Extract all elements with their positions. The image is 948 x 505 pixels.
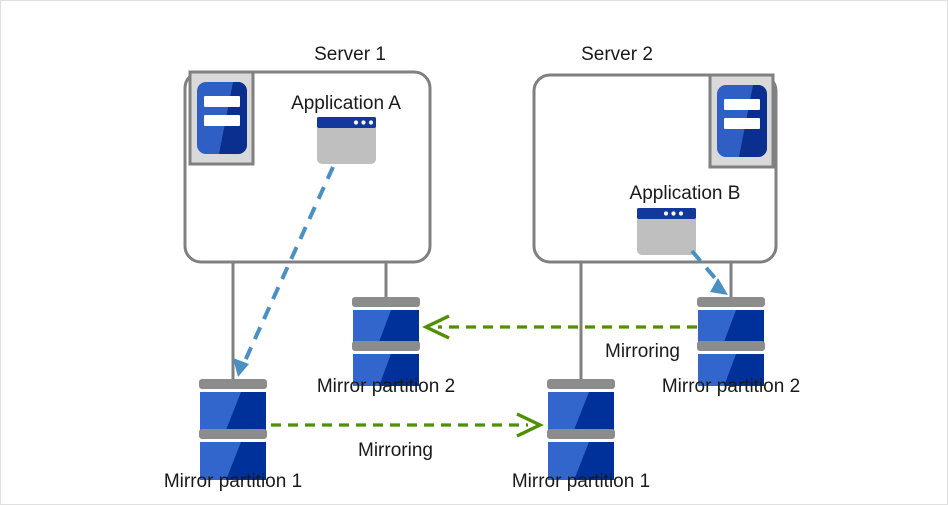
mirroring-lower-arrow — [271, 412, 544, 438]
app-a-link-arrow — [233, 166, 335, 377]
server-2-group: Server 2 Application B — [532, 44, 778, 379]
server-1-group: Server 1 Application A — [183, 44, 432, 379]
application-b-label: Application B — [630, 183, 741, 204]
server-tower-icon — [188, 70, 255, 166]
s2-mirror-partition-1-label: Mirror partition 1 — [512, 471, 650, 492]
application-window-icon-b[interactable] — [637, 208, 696, 255]
server-tower-icon — [708, 73, 775, 169]
s1-mirror-partition-2-label: Mirror partition 2 — [317, 376, 455, 397]
server-1-title: Server 1 — [314, 44, 386, 65]
mirroring-upper-label: Mirroring — [605, 341, 680, 362]
s2-mirror-partition-2-label: Mirror partition 2 — [662, 376, 800, 397]
disk-stack-icon-s2-partition-1[interactable] — [547, 379, 615, 480]
mirroring-upper-arrow — [422, 314, 697, 340]
disk-stack-icon-s2-partition-2[interactable] — [697, 297, 765, 386]
server-2-title: Server 2 — [581, 44, 653, 65]
mirroring-lower-label: Mirroring — [358, 440, 433, 461]
disk-stack-icon-s1-partition-1[interactable] — [199, 379, 267, 480]
application-window-icon-a[interactable] — [317, 117, 376, 164]
s1-mirror-partition-1-label: Mirror partition 1 — [164, 471, 302, 492]
application-a-label: Application A — [291, 93, 401, 114]
app-b-link-arrow — [690, 249, 728, 295]
disk-stack-icon-s1-partition-2[interactable] — [352, 297, 420, 386]
